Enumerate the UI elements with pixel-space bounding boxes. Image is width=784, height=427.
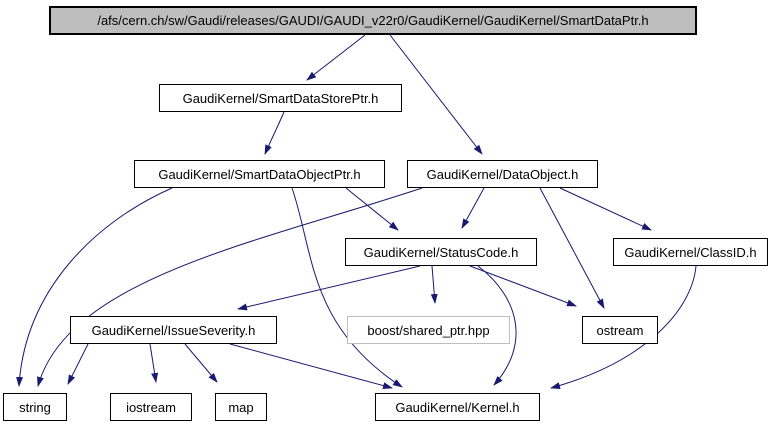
node-smartdataptr: /afs/cern.ch/sw/Gaudi/releases/GAUDI/GAU… xyxy=(49,6,697,35)
node-iostream: iostream xyxy=(110,393,192,421)
node-boost-shared-ptr: boost/shared_ptr.hpp xyxy=(347,316,510,344)
node-smartdataobjectptr[interactable]: GaudiKernel/SmartDataObjectPtr.h xyxy=(134,160,385,188)
node-statuscode[interactable]: GaudiKernel/StatusCode.h xyxy=(345,238,537,266)
node-kernel[interactable]: GaudiKernel/Kernel.h xyxy=(375,393,540,421)
node-issueseverity[interactable]: GaudiKernel/IssueSeverity.h xyxy=(70,316,277,344)
node-smartdatastoreptr[interactable]: GaudiKernel/SmartDataStorePtr.h xyxy=(159,84,402,112)
node-map: map xyxy=(215,393,267,421)
node-ostream: ostream xyxy=(582,316,658,344)
node-dataobject[interactable]: GaudiKernel/DataObject.h xyxy=(407,160,598,188)
node-string: string xyxy=(3,393,67,421)
node-classid[interactable]: GaudiKernel/ClassID.h xyxy=(613,238,768,266)
